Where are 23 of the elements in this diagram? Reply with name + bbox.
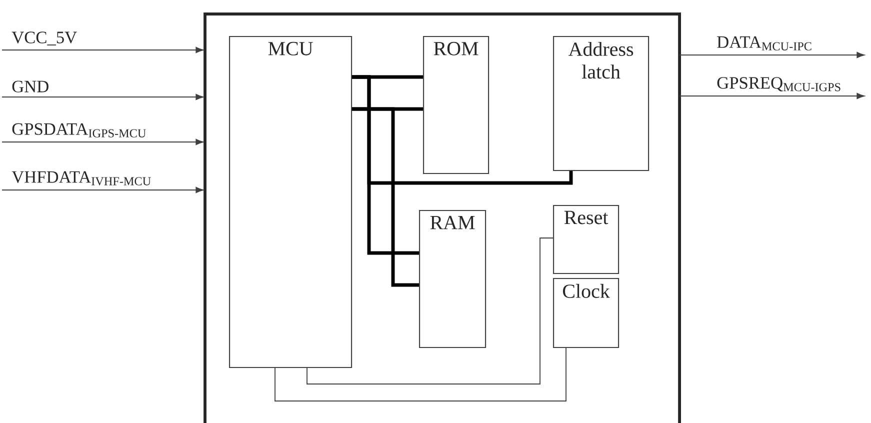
signal-arrow (2, 46, 204, 53)
signal-label: GPSDATA$_{IGPS-MCU}$ (12, 123, 146, 138)
block-box: RAM (419, 210, 486, 348)
connection-line (306, 238, 554, 384)
signal-label: VHFDATA$_{IVHF-MCU}$ (12, 171, 151, 186)
signal-arrow (679, 52, 864, 58)
outer-block (204, 12, 681, 423)
signal-arrow (679, 92, 864, 99)
signal-label: DATA$_{MCU-IPC}$ (717, 36, 812, 50)
signal-label: VCC_5V (12, 32, 77, 46)
signal-label: GPSREQ$_{MCU-IGPS}$ (717, 77, 840, 92)
signal-label: GND (12, 80, 48, 92)
signal-arrow (2, 186, 204, 193)
bus-line (352, 107, 419, 287)
block-box: Reset (553, 205, 620, 274)
connection-line (274, 348, 566, 402)
block-box: Address latch (553, 36, 650, 172)
signal-arrow (2, 94, 204, 100)
block-box: MCU (229, 36, 352, 368)
signal-arrow (2, 138, 204, 145)
bus-line (352, 75, 419, 255)
block-box: ROM (423, 36, 490, 174)
block-box: Clock (553, 278, 620, 348)
